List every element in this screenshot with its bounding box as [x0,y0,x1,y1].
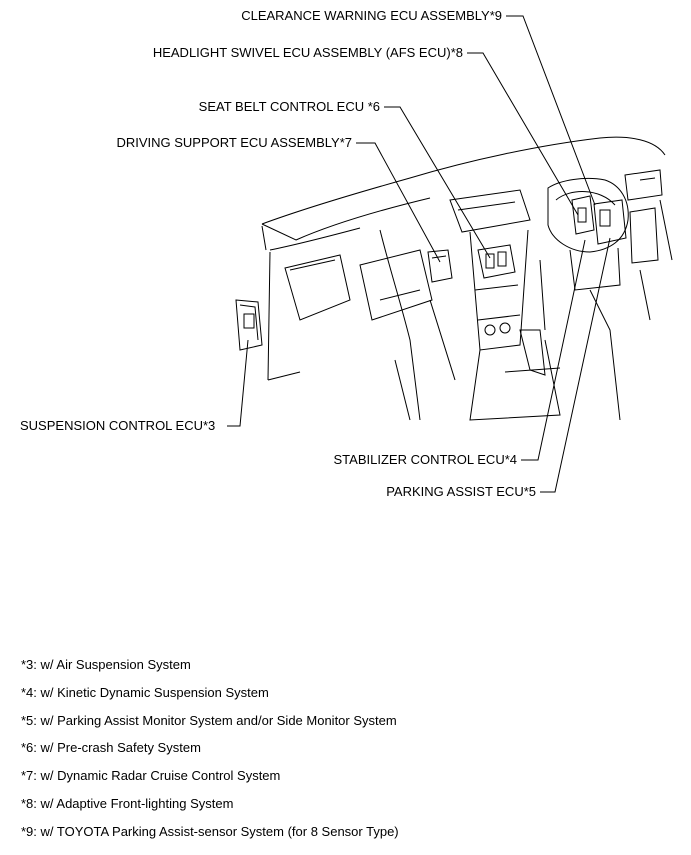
cluster-ecus-sketch [571,195,627,245]
callout-driving-support-ecu: DRIVING SUPPORT ECU ASSEMBLY*7 [116,135,352,150]
suspension-control-ecu-sketch [235,299,263,351]
callout-suspension-control-ecu: SUSPENSION CONTROL ECU*3 [20,418,216,433]
footnote-4: *4: w/ Kinetic Dynamic Suspension System [21,684,269,700]
footnote-7: *7: w/ Dynamic Radar Cruise Control Syst… [21,768,281,784]
callout-clearance-warning-ecu: CLEARANCE WARNING ECU ASSEMBLY*9 [241,8,502,23]
callout-headlight-swivel-ecu: HEADLIGHT SWIVEL ECU ASSEMBLY (AFS ECU)*… [152,45,463,60]
leader-suspension [227,339,249,427]
leader-headlight-swivel [467,52,579,216]
leader-clearance-warning [506,15,596,206]
leader-parking-assist [540,237,611,493]
callout-parking-assist-ecu: PARKING ASSIST ECU*5 [386,484,536,499]
leader-stabilizer [521,239,586,461]
callout-seat-belt-control-ecu: SEAT BELT CONTROL ECU *6 [198,99,380,114]
dashboard-outline [261,136,673,421]
footnote-5: *5: w/ Parking Assist Monitor System and… [21,712,397,728]
leader-seat-belt [384,106,491,259]
leader-driving-support [356,142,441,263]
driving-support-ecu-sketch [427,249,453,283]
footnote-9: *9: w/ TOYOTA Parking Assist-sensor Syst… [21,823,399,839]
callout-stabilizer-control-ecu: STABILIZER CONTROL ECU*4 [333,452,517,467]
footnotes-list: *3: w/ Air Suspension System *4: w/ Kine… [21,657,399,852]
footnote-3: *3: w/ Air Suspension System [21,657,191,672]
seat-belt-control-ecu-sketch [477,244,516,279]
footnote-8: *8: w/ Adaptive Front-lighting System [21,795,234,811]
footnote-6: *6: w/ Pre-crash Safety System [21,740,201,756]
leader-lines [227,15,611,493]
